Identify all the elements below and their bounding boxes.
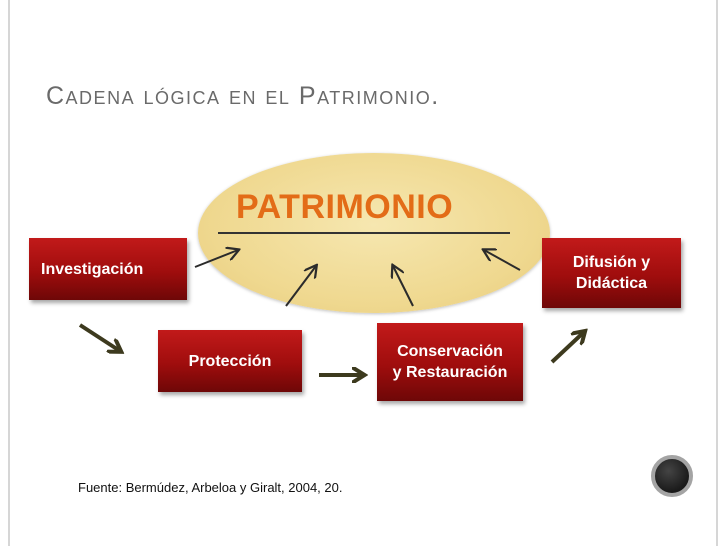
arrow-difusion-to-patrimonio [484,250,521,271]
arrow-investigacion-to-proteccion [78,323,120,351]
slide-left-border [8,0,10,546]
decorative-circle [651,455,693,497]
box-proteccion: Protección [158,330,302,392]
box-difusion-label-1: Difusión y [572,254,651,271]
box-conservacion-label-2: y Restauración [392,364,508,381]
arrow-investigacion-to-patrimonio [194,250,238,268]
arrow-proteccion-to-patrimonio [285,266,316,307]
patrimonio-label: PATRIMONIO [236,188,454,226]
patrimonio-underline [218,232,510,234]
box-conservacion: Conservación y Restauración [377,323,523,401]
box-investigacion-label: Investigación [41,260,144,278]
box-difusion-label-2: Didáctica [575,275,648,292]
box-difusion: Difusión y Didáctica [542,238,681,308]
arrow-conservacion-to-difusion [550,332,584,364]
box-investigacion: Investigación [29,238,187,300]
box-proteccion-label: Protección [188,352,272,370]
slide-right-border [716,0,718,546]
arrow-conservacion-to-patrimonio [393,266,414,307]
source-citation: Fuente: Bermúdez, Arbeloa y Giralt, 2004… [78,480,343,495]
box-conservacion-label-1: Conservación [397,343,503,360]
slide-title: Cadena lógica en el Patrimonio. [46,82,440,110]
